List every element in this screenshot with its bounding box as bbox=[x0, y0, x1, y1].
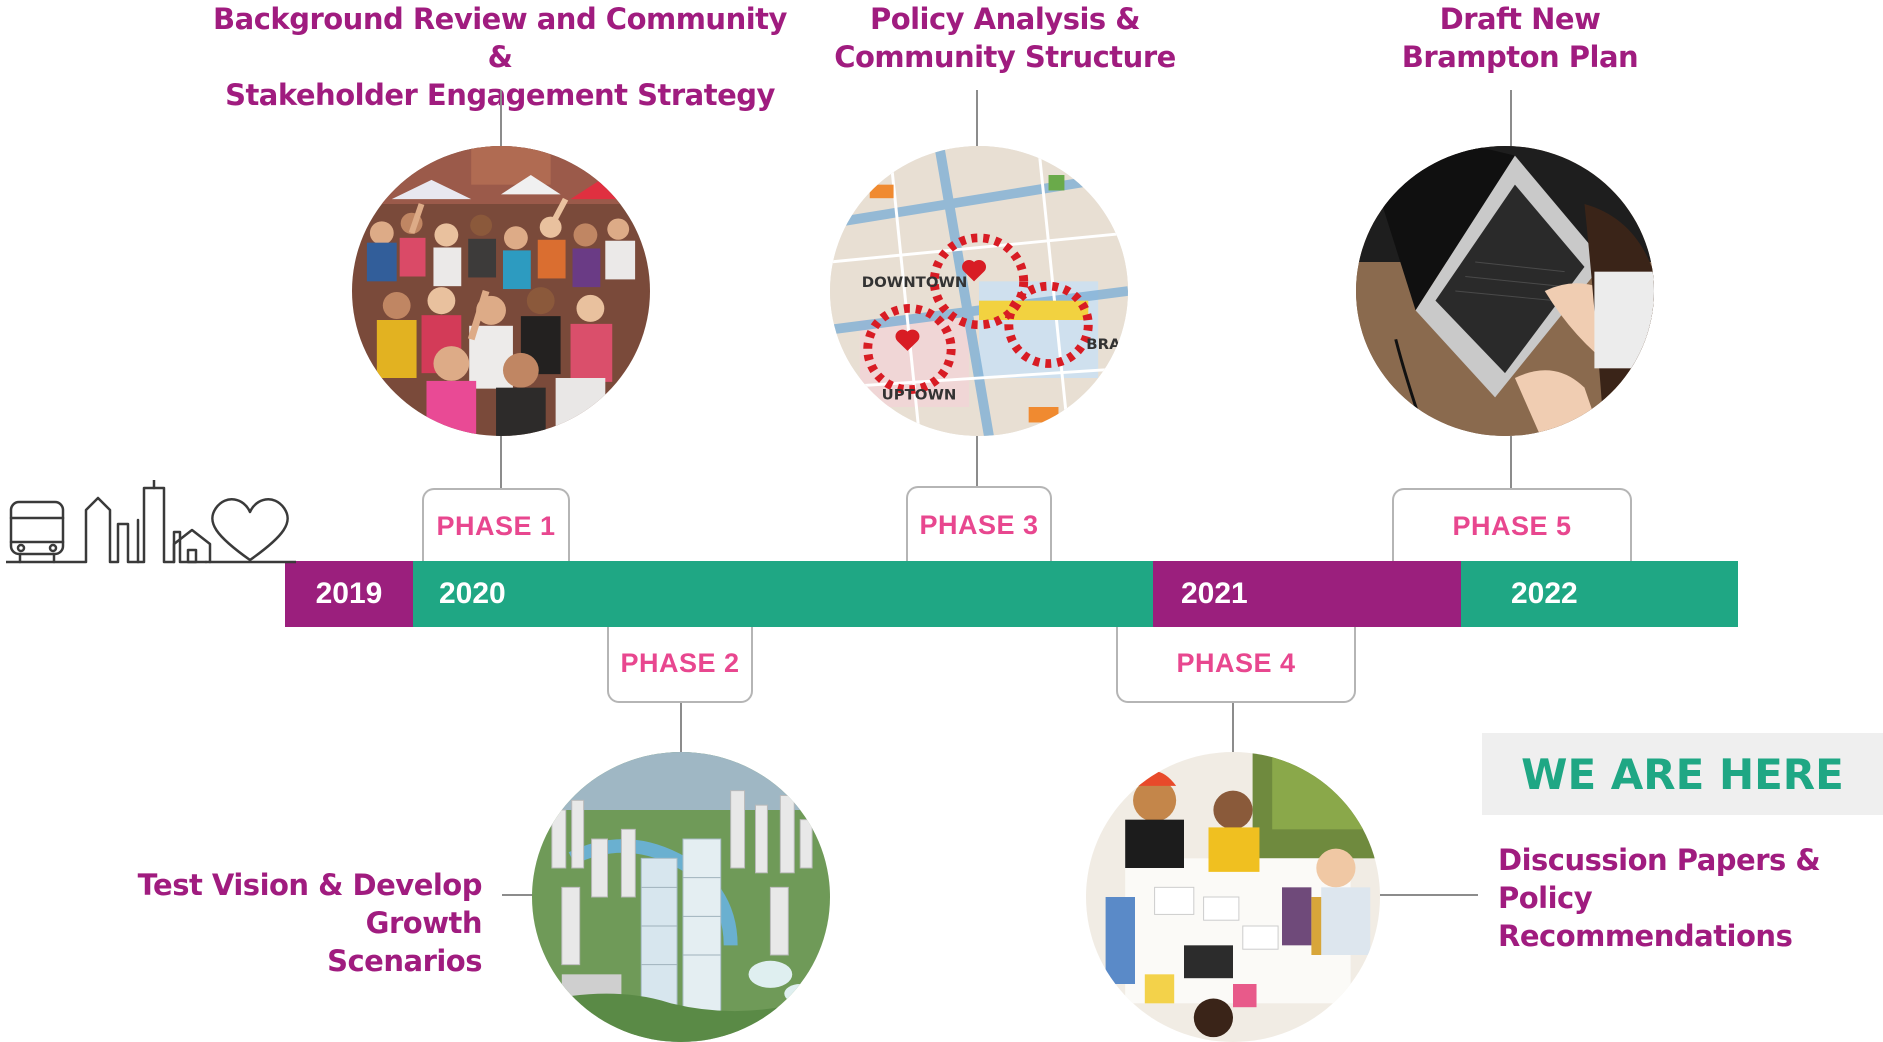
connector-p4 bbox=[1232, 702, 1234, 752]
phase3-tab[interactable]: PHASE 3 bbox=[906, 486, 1052, 563]
phase4-title: Discussion Papers & Policy Recommendatio… bbox=[1498, 843, 1821, 953]
map-label-downtown: DOWNTOWN bbox=[862, 274, 968, 291]
meeting-photo bbox=[1086, 752, 1380, 1042]
connector-p3-top bbox=[976, 90, 978, 148]
connector-p1-bottom bbox=[500, 432, 502, 488]
phase2-title: Test Vision & Develop Growth Scenarios bbox=[137, 868, 483, 978]
connector-p1-top bbox=[500, 90, 502, 148]
map-label-uptown: UPTOWN bbox=[882, 386, 957, 403]
phase5-tab[interactable]: PHASE 5 bbox=[1392, 488, 1632, 563]
heart-icon bbox=[211, 498, 289, 562]
phase1-tab[interactable]: PHASE 1 bbox=[422, 488, 570, 563]
phase1-title: Background Review and Community & Stakeh… bbox=[213, 2, 787, 112]
map-photo: DOWNTOWN UPTOWN BRA bbox=[830, 146, 1128, 436]
year-2020-label: 2020 bbox=[439, 577, 506, 610]
year-2019-label: 2019 bbox=[315, 577, 383, 610]
year-2020-segment: 2020 bbox=[413, 561, 1153, 627]
map-label-bra: BRA bbox=[1086, 336, 1121, 353]
city-render bbox=[532, 752, 830, 1042]
connector-p2-side bbox=[502, 894, 534, 896]
year-2022-label: 2022 bbox=[1511, 577, 1578, 610]
connector-p3-bottom bbox=[976, 436, 978, 486]
skyline-icon bbox=[4, 478, 208, 564]
city-icons bbox=[4, 478, 298, 564]
phase5-title: Draft New Brampton Plan bbox=[1401, 2, 1639, 74]
phase4-tab[interactable]: PHASE 4 bbox=[1116, 625, 1356, 703]
connector-p5-bottom bbox=[1510, 436, 1512, 488]
year-2021-label: 2021 bbox=[1181, 577, 1248, 610]
house-icon bbox=[172, 528, 212, 564]
we-are-here-badge: WE ARE HERE bbox=[1482, 733, 1883, 815]
year-2019-segment: 2019 bbox=[285, 561, 413, 627]
phase2-tab[interactable]: PHASE 2 bbox=[607, 625, 753, 703]
crowd-photo bbox=[352, 146, 650, 436]
phase3-title: Policy Analysis & Community Structure bbox=[834, 2, 1176, 74]
connector-p5-top bbox=[1510, 90, 1512, 148]
laptop-photo bbox=[1356, 146, 1654, 436]
year-2022-segment: 2022 bbox=[1461, 561, 1738, 627]
bus-icon bbox=[9, 500, 65, 564]
connector-p2 bbox=[680, 702, 682, 752]
connector-p4-side bbox=[1380, 894, 1478, 896]
year-2021-segment: 2021 bbox=[1153, 561, 1461, 627]
